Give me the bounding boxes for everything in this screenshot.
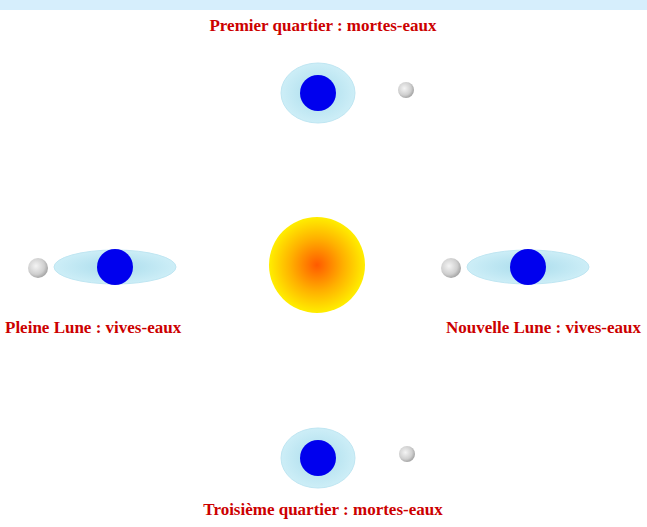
ocean-bulge <box>281 63 355 123</box>
moon <box>441 258 461 278</box>
moon <box>28 258 48 278</box>
moon <box>398 82 414 98</box>
quarter-label: Troisième quartier : mortes-eaux <box>203 500 442 520</box>
earth <box>300 75 336 111</box>
moon <box>399 446 415 462</box>
syzygy-label: Pleine Lune : vives-eaux <box>5 318 181 338</box>
earth <box>300 440 336 476</box>
ocean-bulge <box>467 250 589 284</box>
ocean-bulge <box>54 250 176 284</box>
ocean-bulge <box>281 428 355 488</box>
earth <box>97 249 133 285</box>
sun <box>269 217 365 313</box>
syzygy-label: Nouvelle Lune : vives-eaux <box>446 318 641 338</box>
quarter-label: Premier quartier : mortes-eaux <box>209 16 436 36</box>
earth <box>510 249 546 285</box>
